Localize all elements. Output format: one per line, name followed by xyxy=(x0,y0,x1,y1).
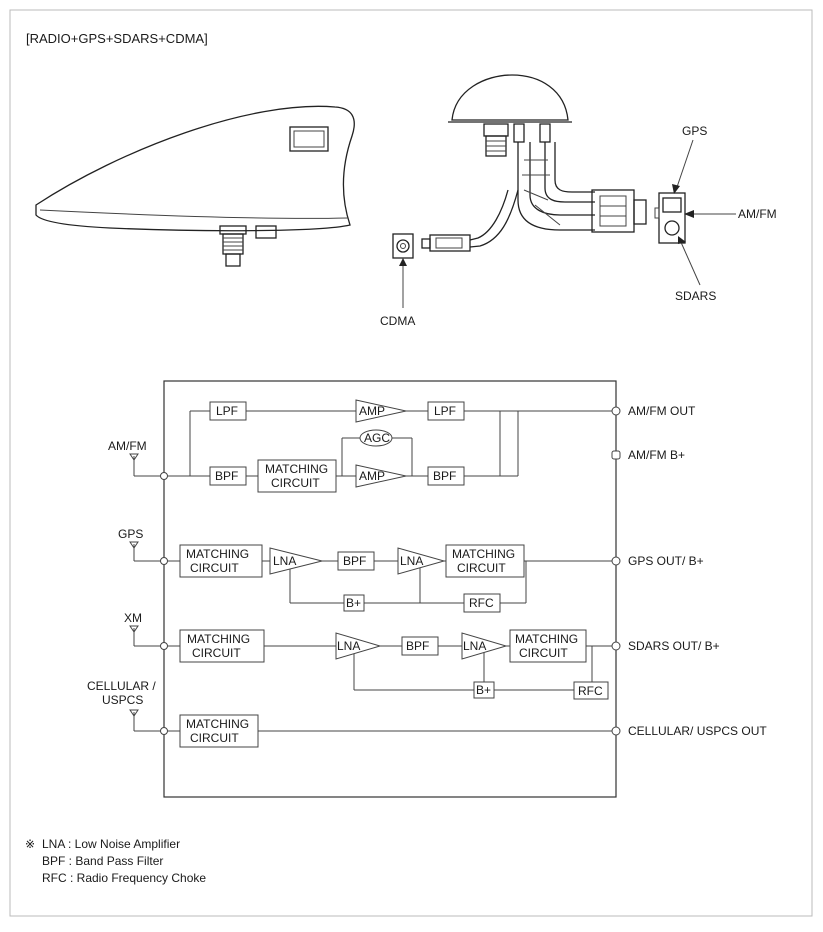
input-cellular-label-2: USPCS xyxy=(102,693,143,707)
lpf-block-1 xyxy=(209,401,247,421)
module-enclosure xyxy=(163,380,617,798)
output-amfm-bplus: AM/FM B+ xyxy=(628,448,685,462)
amp-block-1 xyxy=(355,399,407,423)
legend-bpf: BPF : Band Pass Filter xyxy=(42,854,163,868)
output-gps-out: GPS OUT/ B+ xyxy=(628,554,704,568)
callout-amfm: AM/FM xyxy=(738,207,777,221)
amp-label-2: AMP xyxy=(359,469,385,483)
matching-label-cell-2: CIRCUIT xyxy=(190,731,239,745)
matching-circuit-gps-2 xyxy=(445,544,525,578)
lpf-block-2 xyxy=(427,401,465,421)
callout-sdars: SDARS xyxy=(675,289,716,303)
amfm-chain xyxy=(164,399,612,493)
bpf-label-gps: BPF xyxy=(343,554,366,568)
lpf-label-1: LPF xyxy=(216,404,238,418)
bplus-label-gps: B+ xyxy=(346,596,361,610)
callout-cdma: CDMA xyxy=(380,314,415,328)
fin-connector xyxy=(219,225,277,267)
output-cellular-out: CELLULAR/ USPCS OUT xyxy=(628,724,767,738)
bpf-block-2 xyxy=(427,466,465,486)
bpf-gps xyxy=(337,551,375,571)
shark-fin-antenna xyxy=(35,105,355,267)
page-frame xyxy=(9,9,813,917)
input-amfm-label: AM/FM xyxy=(108,439,147,453)
matching-label-cell-1: MATCHING xyxy=(186,717,249,731)
output-sdars-out: SDARS OUT/ B+ xyxy=(628,639,720,653)
matching-circuit-xm xyxy=(179,629,265,663)
antenna-inputs xyxy=(129,453,168,735)
lna-gps-2 xyxy=(397,547,446,575)
lna-label-gps-1: LNA xyxy=(273,554,296,568)
output-terminals xyxy=(611,406,621,736)
pigtail-connector xyxy=(654,192,686,244)
lna-sdars-1 xyxy=(335,632,382,660)
rfc-label-sdars: RFC xyxy=(578,684,603,698)
matching-label-amfm-2: CIRCUIT xyxy=(271,476,320,490)
matching-circuit-gps-1 xyxy=(179,544,263,578)
lpf-label-2: LPF xyxy=(434,404,456,418)
amp-label-1: AMP xyxy=(359,404,385,418)
matching-label-xm-2: CIRCUIT xyxy=(192,646,241,660)
matching-label-xm-1: MATCHING xyxy=(187,632,250,646)
matching-label-gps2-2: CIRCUIT xyxy=(457,561,506,575)
legend-rfc: RFC : Radio Frequency Choke xyxy=(42,871,206,885)
amp-block-2 xyxy=(355,464,407,488)
abbreviation-legend: ※ LNA : Low Noise Amplifier BPF : Band P… xyxy=(25,837,206,885)
rfc-sdars xyxy=(573,681,609,700)
input-xm-label: XM xyxy=(124,611,142,625)
diagram-title: [RADIO+GPS+SDARS+CDMA] xyxy=(26,31,208,46)
lna-gps-1 xyxy=(269,547,323,575)
bpf-block-1 xyxy=(209,466,247,486)
bpf-label-1: BPF xyxy=(215,469,238,483)
lna-label-sdars-2: LNA xyxy=(463,639,486,653)
bpf-label-sdars: BPF xyxy=(406,639,429,653)
matching-label-amfm-1: MATCHING xyxy=(265,462,328,476)
matching-label-gps1-1: MATCHING xyxy=(186,547,249,561)
output-amfm-out: AM/FM OUT xyxy=(628,404,696,418)
agc-label: AGC xyxy=(364,431,390,445)
matching-label-sdars-1: MATCHING xyxy=(515,632,578,646)
matching-circuit-amfm xyxy=(257,459,337,493)
bplus-sdars xyxy=(473,681,495,699)
callout-arrows xyxy=(399,139,736,308)
lna-label-gps-2: LNA xyxy=(400,554,423,568)
matching-circuit-sdars xyxy=(509,629,587,663)
lna-sdars-2 xyxy=(461,632,508,660)
sdars-chain xyxy=(164,629,612,700)
rfc-label-gps: RFC xyxy=(469,596,494,610)
agc-block xyxy=(359,429,393,447)
matching-label-gps1-2: CIRCUIT xyxy=(190,561,239,575)
bplus-label-sdars: B+ xyxy=(476,683,491,697)
rfc-gps xyxy=(463,593,501,613)
callout-gps: GPS xyxy=(682,124,707,138)
dome-antenna-module xyxy=(392,74,647,259)
matching-label-gps2-1: MATCHING xyxy=(452,547,515,561)
bpf-label-2: BPF xyxy=(433,469,456,483)
bplus-gps xyxy=(343,594,365,612)
input-cellular-label-1: CELLULAR / xyxy=(87,679,156,693)
bpf-sdars xyxy=(401,636,439,656)
legend-mark: ※ xyxy=(25,837,35,851)
gps-chain xyxy=(164,544,612,613)
matching-circuit-cellular xyxy=(179,714,259,748)
matching-label-sdars-2: CIRCUIT xyxy=(519,646,568,660)
legend-lna: LNA : Low Noise Amplifier xyxy=(42,837,180,851)
input-gps-label: GPS xyxy=(118,527,143,541)
cellular-chain xyxy=(164,714,612,748)
lna-label-sdars-1: LNA xyxy=(337,639,360,653)
